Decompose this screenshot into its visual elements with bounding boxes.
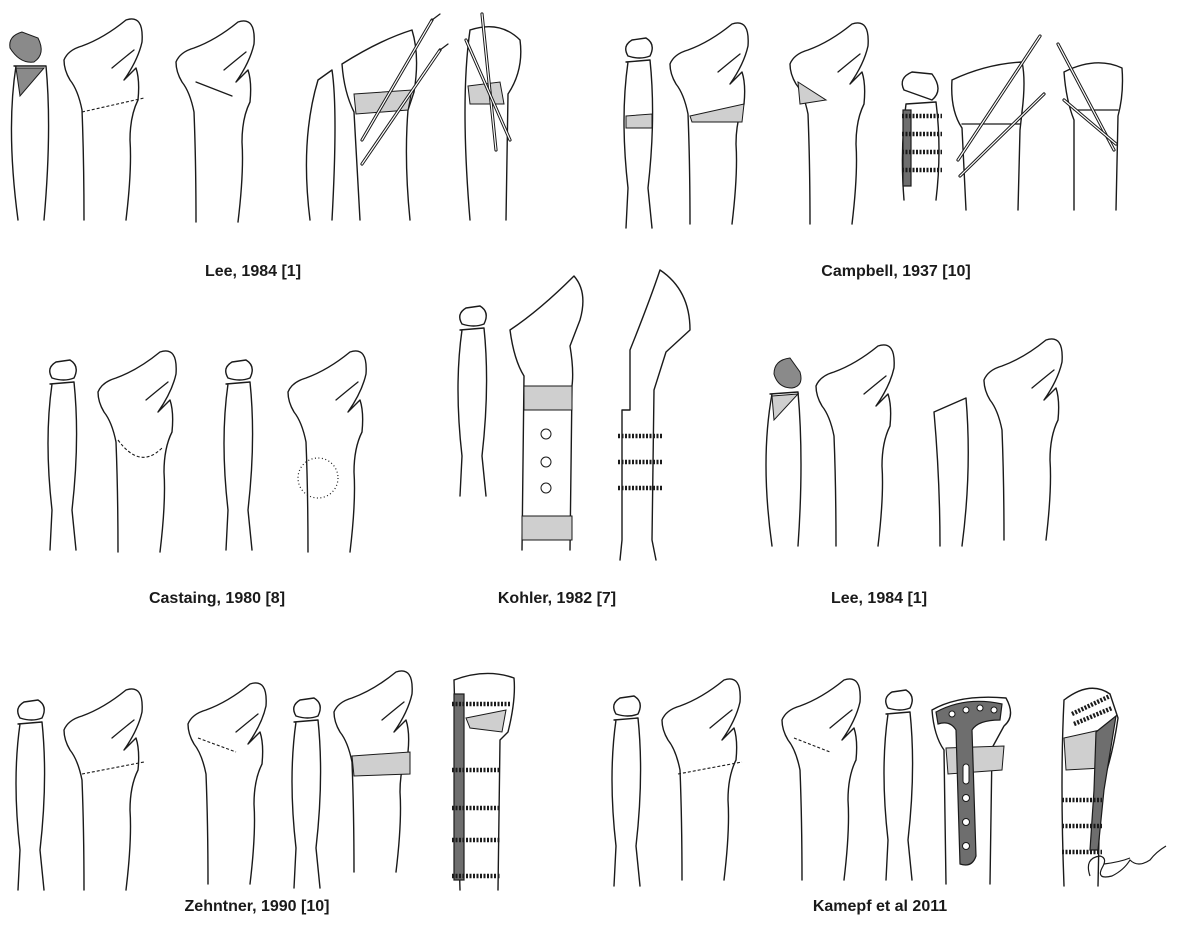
caption-zehntner-1990: Zehntner, 1990 [10] [185,898,330,915]
caption-campbell-1937: Campbell, 1937 [10] [821,263,970,280]
caption-lee-1984-middle: Lee, 1984 [1] [831,590,927,607]
caption-kamepf-2011: Kamepf et al 2011 [813,898,947,915]
panel-campbell-1937: Campbell, 1937 [10] [624,23,1123,280]
panel-kamepf-2011: Kamepf et al 2011 [612,679,1118,915]
panel-kohler-1982: Kohler, 1982 [7] [458,270,690,607]
caption-castaing-1980: Castaing, 1980 [8] [149,590,285,607]
artist-signature [1088,846,1166,877]
caption-lee-1984-top: Lee, 1984 [1] [205,263,301,280]
panel-zehntner-1990: Zehntner, 1990 [10] [16,671,514,915]
panel-lee-1984-middle: Lee, 1984 [1] [766,339,1062,607]
caption-kohler-1982: Kohler, 1982 [7] [498,590,616,607]
panel-castaing-1980: Castaing, 1980 [8] [48,351,366,607]
panel-lee-1984-top: Lee, 1984 [1] [10,14,521,280]
